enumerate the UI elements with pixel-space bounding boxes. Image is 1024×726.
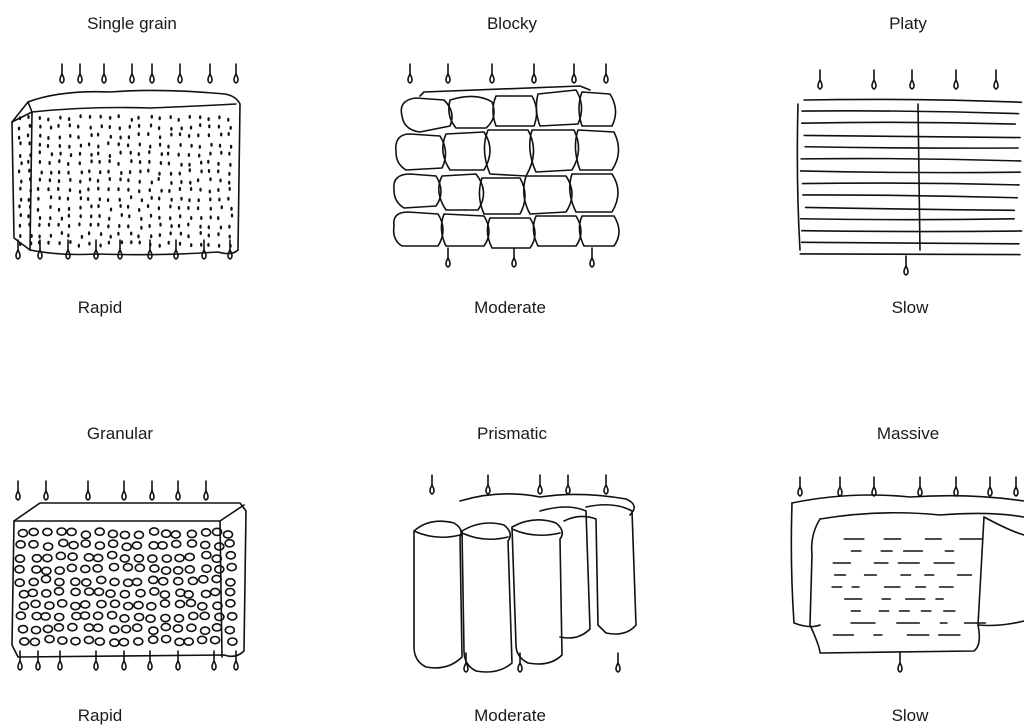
rate-label-prismatic: Moderate (410, 706, 610, 726)
rate-label-platy: Slow (810, 298, 1010, 318)
massive-illustration (770, 475, 1024, 690)
granular-illustration (0, 475, 260, 690)
rate-label-massive: Slow (810, 706, 1010, 726)
structure-label-platy: Platy (808, 14, 1008, 34)
prismatic-illustration (400, 475, 660, 690)
structure-label-massive: Massive (808, 424, 1008, 444)
rate-label-single-grain: Rapid (0, 298, 200, 318)
rate-label-granular: Rapid (0, 706, 200, 726)
structure-label-granular: Granular (20, 424, 220, 444)
blocky-illustration (380, 60, 640, 275)
single-grain-illustration (0, 60, 260, 275)
structure-label-prismatic: Prismatic (412, 424, 612, 444)
structure-label-single-grain: Single grain (32, 14, 232, 34)
structure-label-blocky: Blocky (412, 14, 612, 34)
platy-illustration (770, 60, 1024, 275)
rate-label-blocky: Moderate (410, 298, 610, 318)
